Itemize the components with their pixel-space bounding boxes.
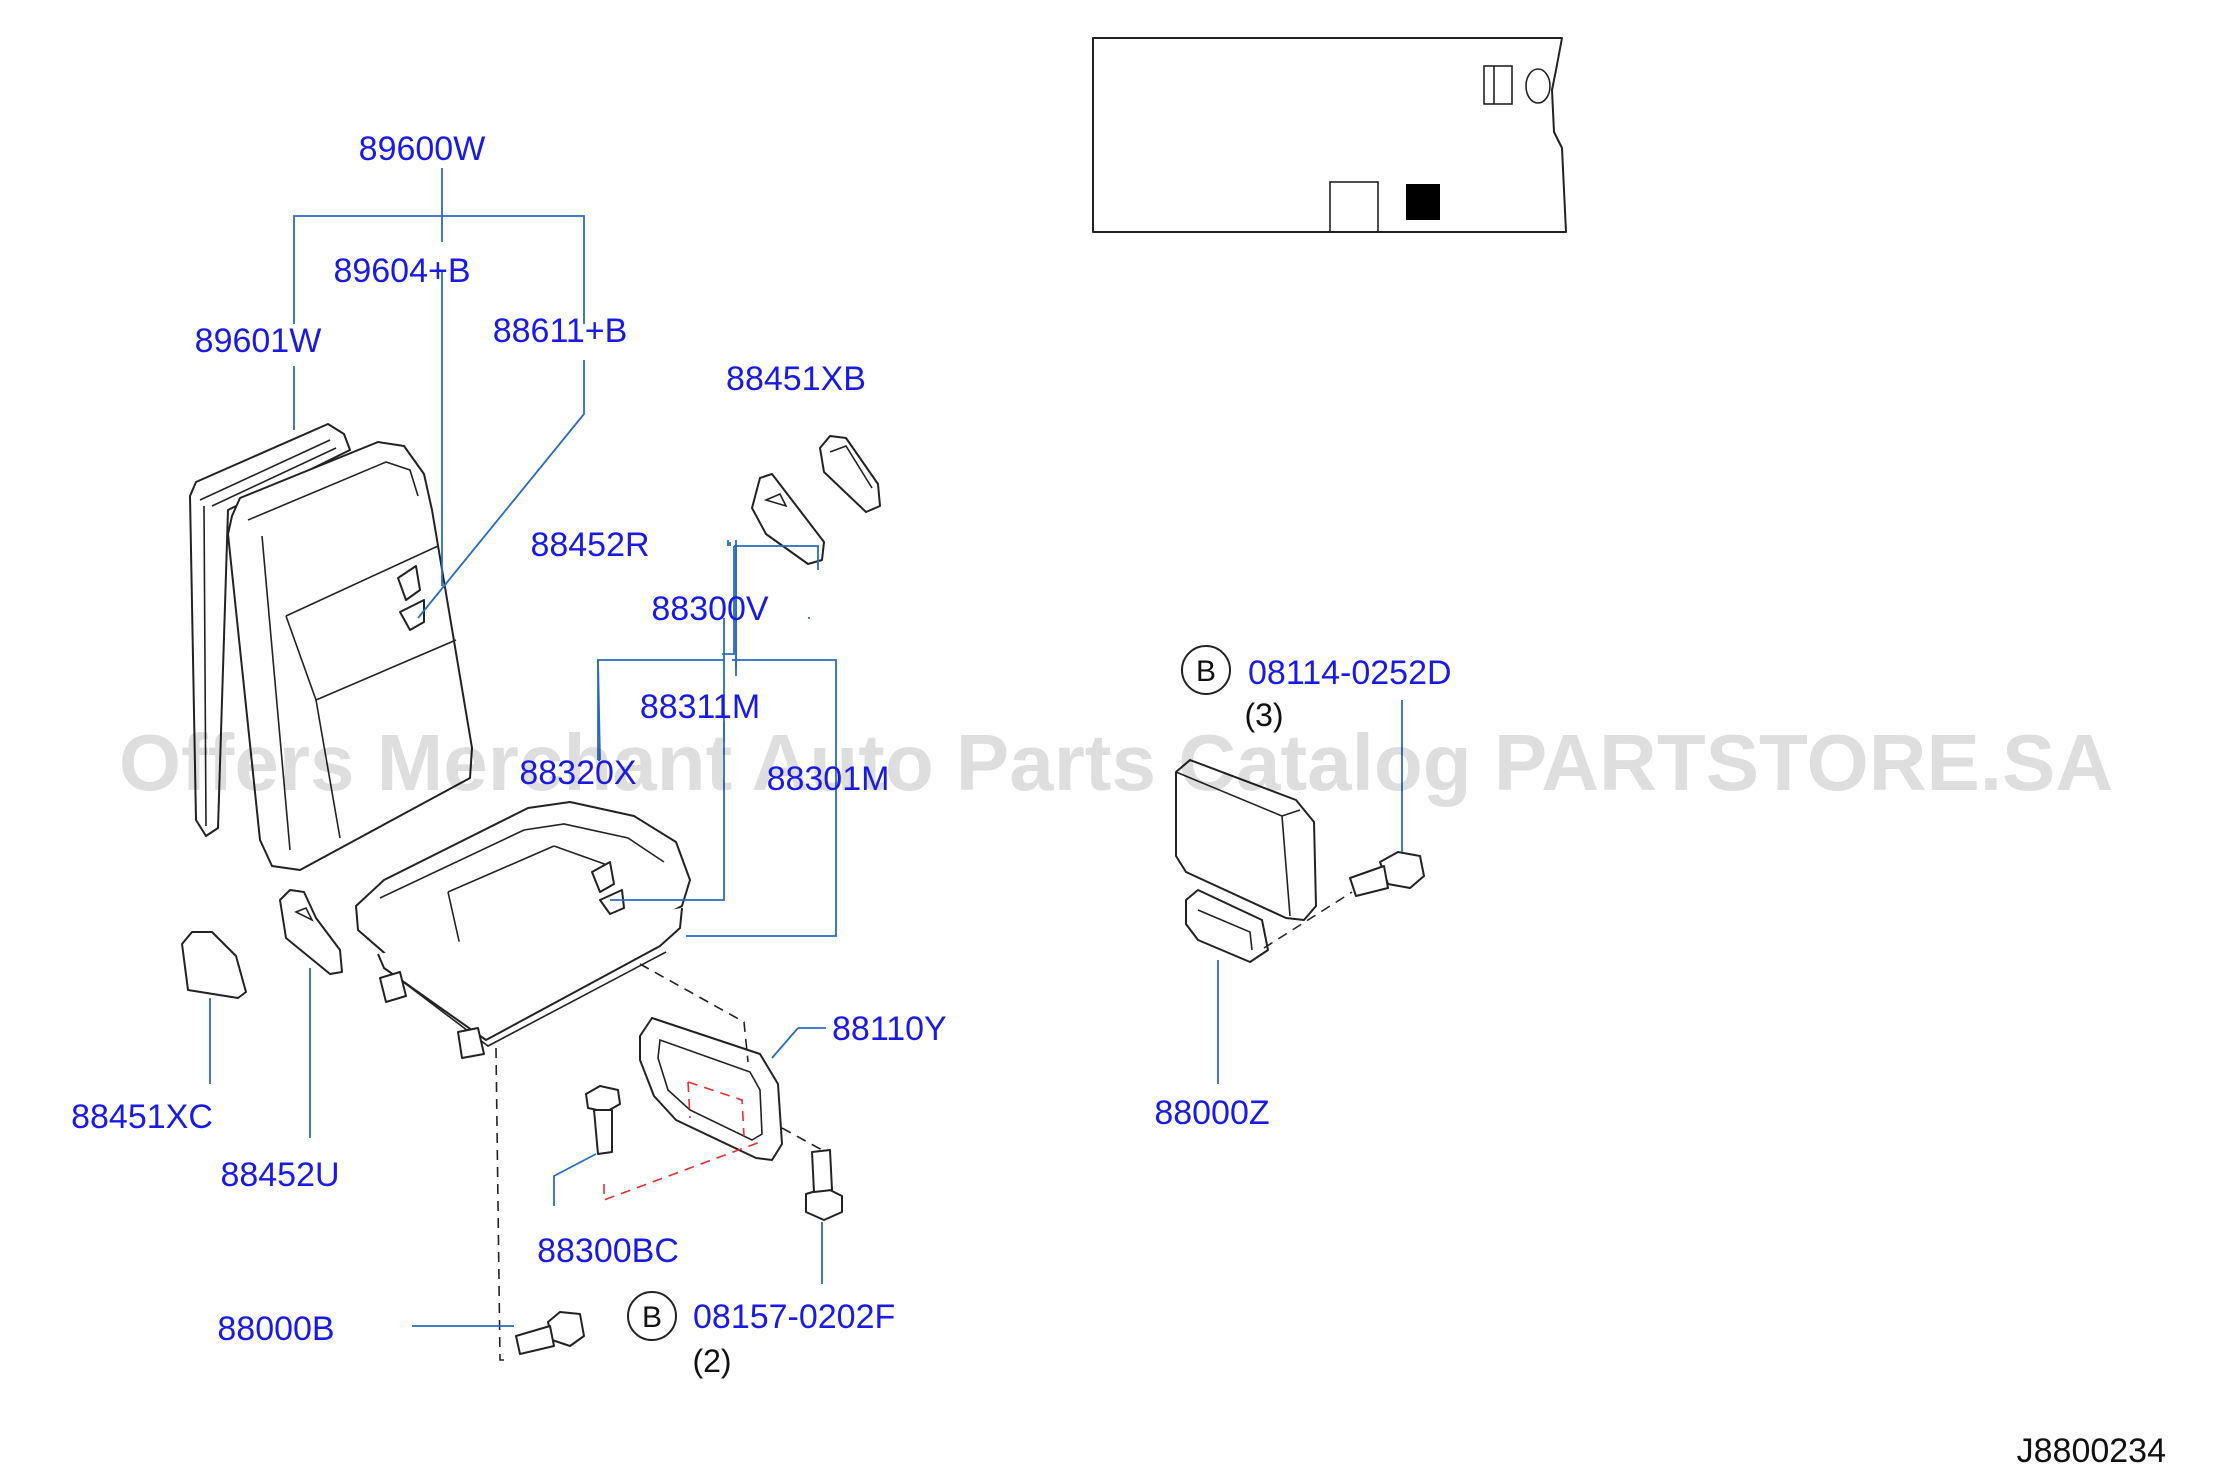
bolts <box>515 851 1425 1355</box>
bolt-marker-lower: B (2) <box>627 1291 732 1379</box>
leader-lines <box>209 168 1403 1327</box>
label-88311M[interactable]: 88311M <box>640 688 760 726</box>
seat-back-assembly <box>189 423 473 871</box>
label-88000Z[interactable]: 88000Z <box>1154 1094 1269 1132</box>
label-89600W[interactable]: 89600W <box>359 130 486 168</box>
label-88110Y[interactable]: 88110Y <box>832 1010 947 1048</box>
label-89601W[interactable]: 89601W <box>195 322 322 360</box>
hidden-lines <box>495 891 1353 1361</box>
label-88300V[interactable]: 88300V <box>651 590 769 628</box>
bolt-marker-right-letter: B <box>1196 655 1216 688</box>
bolt-marker-lower-qty: (2) <box>692 1343 731 1379</box>
upper-recliner-covers <box>751 435 881 565</box>
label-88320X[interactable]: 88320X <box>519 754 636 792</box>
part-labels: 89600W 89604+B 89601W 88611+B 88451XB 88… <box>71 130 1451 1348</box>
label-88000B[interactable]: 88000B <box>217 1310 334 1348</box>
label-88451XB[interactable]: 88451XB <box>726 360 866 398</box>
seat-belt-buckle-assembly <box>1175 759 1317 963</box>
bolt-marker-right-qty: (3) <box>1244 697 1283 733</box>
label-88611B[interactable]: 88611+B <box>493 312 628 350</box>
vehicle-location-inset <box>1092 37 1567 233</box>
diagram-code: J8800234 <box>2017 1432 2166 1470</box>
label-08114-0252D[interactable]: 08114-0252D <box>1248 654 1452 692</box>
label-88300BC[interactable]: 88300BC <box>537 1232 679 1270</box>
label-88452U[interactable]: 88452U <box>220 1156 339 1194</box>
bolt-marker-right: B (3) <box>1181 645 1284 733</box>
bolt-marker-lower-letter: B <box>642 1301 662 1334</box>
label-88451XC[interactable]: 88451XC <box>71 1098 213 1136</box>
label-89604B[interactable]: 89604+B <box>333 252 470 290</box>
watermark: Offers Merchant Auto Parts Catalog PARTS… <box>119 718 2113 807</box>
seat-cushion-assembly <box>355 801 691 1059</box>
label-88452R[interactable]: 88452R <box>530 526 649 564</box>
label-88301M[interactable]: 88301M <box>767 760 890 798</box>
label-08157-0202F[interactable]: 08157-0202F <box>693 1298 895 1336</box>
lower-recliner-covers <box>181 889 343 999</box>
